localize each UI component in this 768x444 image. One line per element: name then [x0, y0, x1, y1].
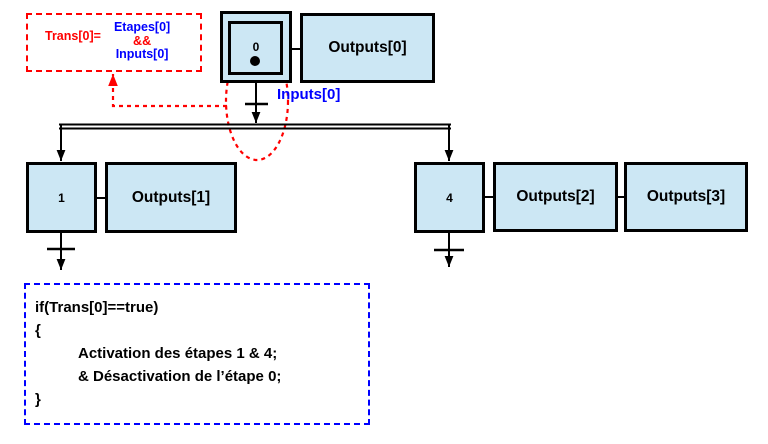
outputs-0-label: Outputs[0] — [328, 39, 407, 56]
formula-box: Trans[0]= Etapes[0] && Inputs[0] — [26, 13, 202, 72]
outputs-2-label: Outputs[2] — [516, 188, 595, 205]
active-step-dot-icon — [250, 56, 260, 66]
step-1-label: 1 — [58, 190, 65, 205]
outputs-0-box: Outputs[0] — [300, 13, 435, 83]
step-4-box: 4 — [414, 162, 485, 233]
step-0-label: 0 — [252, 40, 260, 54]
outputs-2-box: Outputs[2] — [493, 162, 618, 232]
outputs-3-label: Outputs[3] — [646, 188, 726, 205]
outputs-1-box: Outputs[1] — [105, 162, 237, 233]
step-0-box: 0 — [220, 11, 292, 83]
formula-and-operator: && — [133, 33, 152, 48]
outputs-1-label: Outputs[1] — [131, 188, 211, 206]
code-line-if: if(Trans[0]==true) — [35, 299, 159, 316]
formula-pointer-arrow — [108, 74, 227, 108]
step-0-inner-border — [228, 21, 283, 75]
outputs-3-box: Outputs[3] — [624, 162, 748, 232]
formula-rhs: Etapes[0] && Inputs[0] — [113, 20, 171, 70]
code-line-activation: Activation des étapes 1 & 4; — [78, 345, 278, 362]
step-4-label: 4 — [446, 190, 453, 205]
code-box: if(Trans[0]==true) { Activation des étap… — [24, 283, 370, 425]
code-line-desactivation: & Désactivation de l’étape 0; — [78, 368, 282, 385]
formula-operand-inputs: Inputs[0] — [115, 47, 169, 61]
transition-inputs-label: Inputs[0] — [277, 86, 341, 103]
step-1-box: 1 — [26, 162, 97, 233]
formula-operand-etapes: Etapes[0] — [113, 20, 171, 34]
code-line-close-brace: } — [35, 391, 41, 408]
formula-lhs: Trans[0]= — [45, 29, 101, 43]
code-line-open-brace: { — [35, 322, 41, 339]
